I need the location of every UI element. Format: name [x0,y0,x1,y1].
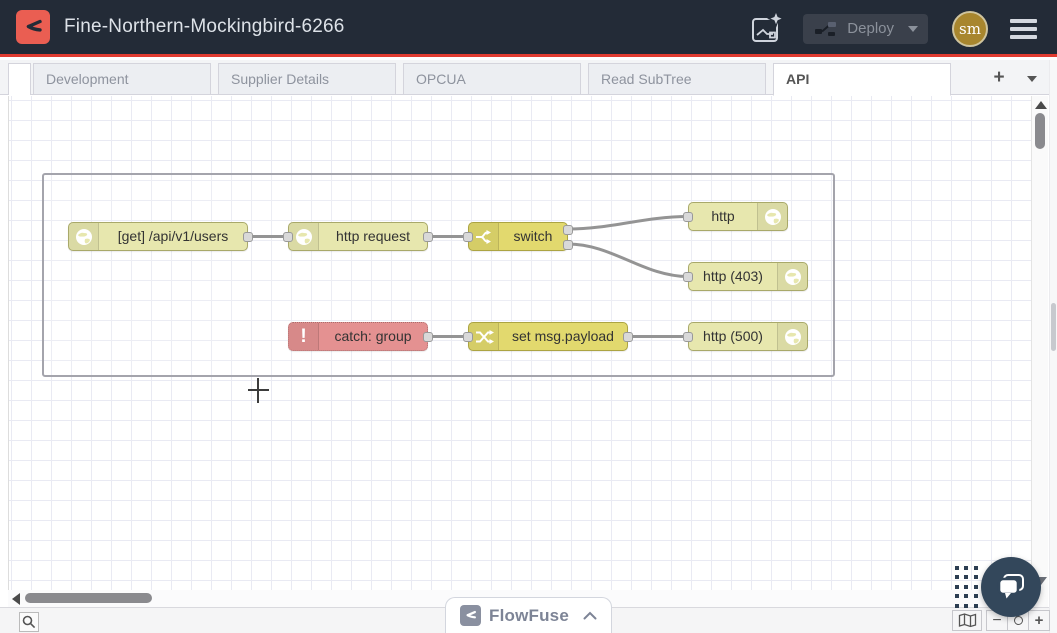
widget-drag-handle-icon[interactable] [955,566,978,608]
tabbar-left-notch [8,63,31,95]
flow-canvas[interactable] [8,96,1031,590]
avatar-initials: sm [959,19,981,38]
globe-icon [289,223,319,250]
flowfuse-footer-button[interactable]: FlowFuse [445,597,612,633]
input-port[interactable] [683,332,693,342]
node-label: set msg.payload [512,328,614,344]
flowfuse-gray-logo-icon [460,605,481,626]
scroll-left-icon[interactable] [12,593,20,605]
output-port-1[interactable] [563,225,573,235]
ai-flow-generator-icon[interactable] [747,10,785,48]
exclamation-icon: ! [289,323,319,350]
flowfuse-logo-icon[interactable] [16,10,50,44]
page-scrollbar[interactable] [1049,60,1057,633]
main-menu-icon[interactable] [1010,15,1037,43]
search-button[interactable] [19,612,39,632]
node-change[interactable]: set msg.payload [463,322,633,351]
node-catch[interactable]: ! catch: group [288,322,433,351]
deploy-label: Deploy [847,20,894,37]
globe-icon [777,263,807,290]
tab-development[interactable]: Development [33,63,211,95]
canvas-left-gutter [0,96,8,607]
node-http-response[interactable]: http [683,202,788,231]
zoom-reset-icon [1013,616,1023,625]
switch-branch-icon [469,223,499,250]
map-icon [958,613,976,628]
node-label: catch: group [334,328,412,344]
input-port[interactable] [283,232,293,242]
chat-bubble-icon [997,574,1024,599]
input-port[interactable] [683,212,693,222]
flow-list-caret-icon[interactable] [1027,76,1037,82]
globe-icon [777,323,807,350]
canvas-vertical-scrollbar[interactable] [1031,96,1048,607]
node-switch[interactable]: switch [463,222,573,251]
workspace-tabbar: Development Supplier Details OPCUA Read … [0,60,1049,96]
output-port[interactable] [423,332,433,342]
tab-supplier-details[interactable]: Supplier Details [218,63,396,95]
node-label: switch [513,228,553,244]
change-shuffle-icon [469,323,499,350]
output-port-2[interactable] [563,240,573,250]
instance-title: Fine-Northern-Mockingbird-6266 [64,16,345,37]
input-port[interactable] [683,272,693,282]
node-http-request[interactable]: http request [283,222,433,251]
deploy-options-caret-icon[interactable] [908,25,918,32]
node-http-in[interactable]: [get] /api/v1/users [68,222,253,251]
node-label: http request [336,228,410,244]
scroll-up-icon[interactable] [1035,101,1047,109]
node-http-response-403[interactable]: http (403) [683,262,808,291]
add-flow-button[interactable]: + [993,67,1005,88]
navigator-button[interactable] [952,610,982,631]
node-label: http (500) [703,328,763,344]
deploy-button[interactable]: Deploy [803,13,928,44]
node-label: [get] /api/v1/users [117,228,229,244]
user-avatar[interactable]: sm [952,10,988,47]
header-bar: Fine-Northern-Mockingbird-6266 Deploy [0,0,1057,57]
deploy-nodes-icon [815,21,837,36]
horizontal-scroll-thumb[interactable] [25,593,152,603]
output-port[interactable] [243,232,253,242]
output-port[interactable] [623,332,633,342]
tab-opcua[interactable]: OPCUA [403,63,581,95]
input-port[interactable] [463,232,473,242]
zoom-in-button[interactable]: + [1028,610,1050,631]
crosshair-cursor [257,378,259,403]
node-http-response-500[interactable]: http (500) [683,322,808,351]
input-port[interactable] [463,332,473,342]
chevron-up-icon [583,611,597,620]
chat-launcher-button[interactable] [981,557,1041,617]
flowfuse-label: FlowFuse [489,605,569,625]
globe-icon [69,223,99,250]
search-icon [22,615,36,629]
page-scroll-thumb[interactable] [1051,303,1056,351]
globe-icon [757,203,787,230]
vertical-scroll-thumb[interactable] [1035,113,1045,149]
node-label: http [711,208,735,224]
tab-read-subtree[interactable]: Read SubTree [588,63,766,95]
scroll-down-icon[interactable] [1035,577,1047,585]
tab-api-active[interactable]: API [773,63,951,96]
node-label: http (403) [703,268,763,284]
output-port[interactable] [423,232,433,242]
